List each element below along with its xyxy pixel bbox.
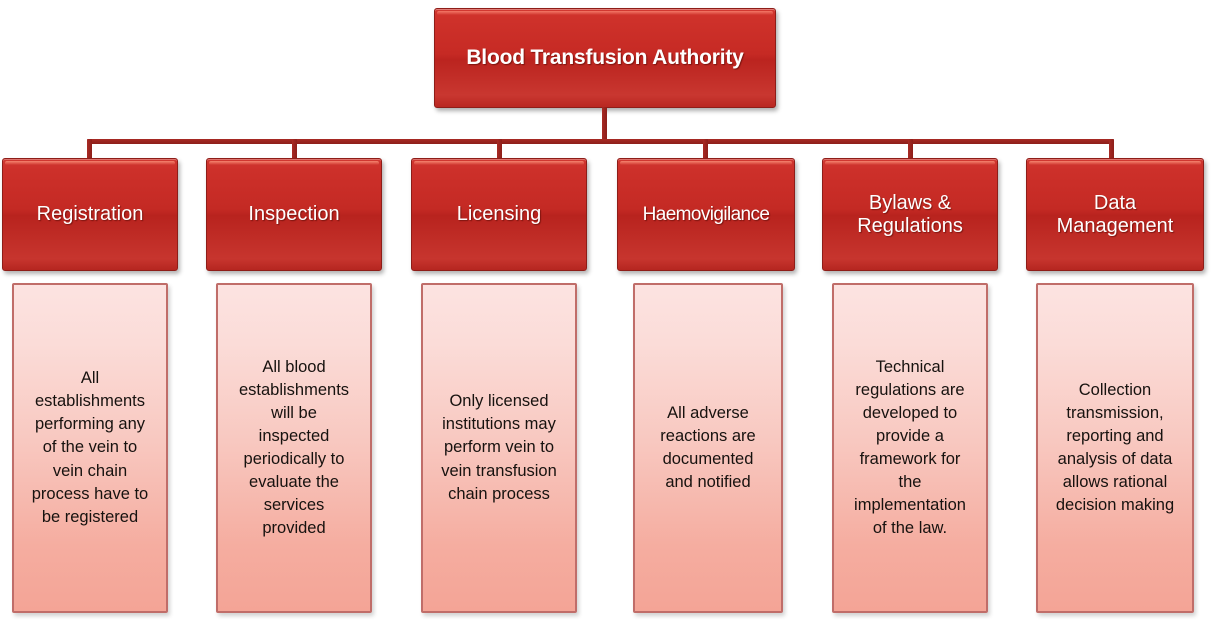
connector-drop-data-management [1109,139,1114,160]
header-label-licensing: Licensing [456,203,542,226]
header-box-data-management[interactable]: Data Management [1026,158,1204,271]
header-box-haemovigilance[interactable]: Haemovigilance [617,158,795,271]
body-panel-registration[interactable]: All establishments performing any of the… [12,283,168,613]
connector-drop-inspection [292,139,297,160]
body-panel-licensing[interactable]: Only licensed institutions may perform v… [421,283,577,613]
body-text-data-management: Collection transmission, reporting and a… [1055,380,1175,515]
connector-drop-registration [87,139,92,160]
connector-drop-haemovigilance [703,139,708,160]
body-text-registration: All establishments performing any of the… [31,369,149,526]
connector-drop-bylaws-regulations [908,139,913,160]
header-box-bylaws-regulations[interactable]: Bylaws & Regulations [822,158,998,271]
connector-drop-licensing [497,139,502,160]
connector-root-stem [602,107,607,141]
root-node-title: Blood Transfusion Authority [466,46,744,69]
body-text-licensing: Only licensed institutions may perform v… [441,392,557,503]
body-panel-inspection[interactable]: All blood establishments will be inspect… [216,283,372,613]
body-text-inspection: All blood establishments will be inspect… [238,357,350,538]
branch-column-haemovigilance: Haemovigilance All adverse reactions are… [617,158,795,613]
body-panel-data-management[interactable]: Collection transmission, reporting and a… [1036,283,1194,613]
header-label-registration: Registration [36,203,144,226]
header-box-licensing[interactable]: Licensing [411,158,587,271]
header-box-inspection[interactable]: Inspection [206,158,382,271]
root-node-blood-transfusion-authority[interactable]: Blood Transfusion Authority [434,8,776,108]
branch-column-data-management: Data Management Collection transmission,… [1026,158,1204,613]
body-panel-haemovigilance[interactable]: All adverse reactions are documented and… [633,283,783,613]
connector-horizontal-bus [87,139,1114,144]
branch-column-licensing: Licensing Only licensed institutions may… [411,158,587,613]
header-label-inspection: Inspection [248,203,340,226]
header-label-haemovigilance: Haemovigilance [642,203,770,225]
branch-column-bylaws-regulations: Bylaws & Regulations Technical regulatio… [822,158,998,613]
header-label-bylaws-regulations: Bylaws & Regulations [857,192,963,237]
body-text-bylaws-regulations: Technical regulations are developed to p… [854,357,966,538]
header-box-registration[interactable]: Registration [2,158,178,271]
body-text-haemovigilance: All adverse reactions are documented and… [660,403,756,492]
branch-column-registration: Registration All establishments performi… [2,158,178,613]
body-panel-bylaws-regulations[interactable]: Technical regulations are developed to p… [832,283,988,613]
header-label-data-management: Data Management [1056,192,1174,237]
branch-column-inspection: Inspection All blood establishments will… [206,158,382,613]
